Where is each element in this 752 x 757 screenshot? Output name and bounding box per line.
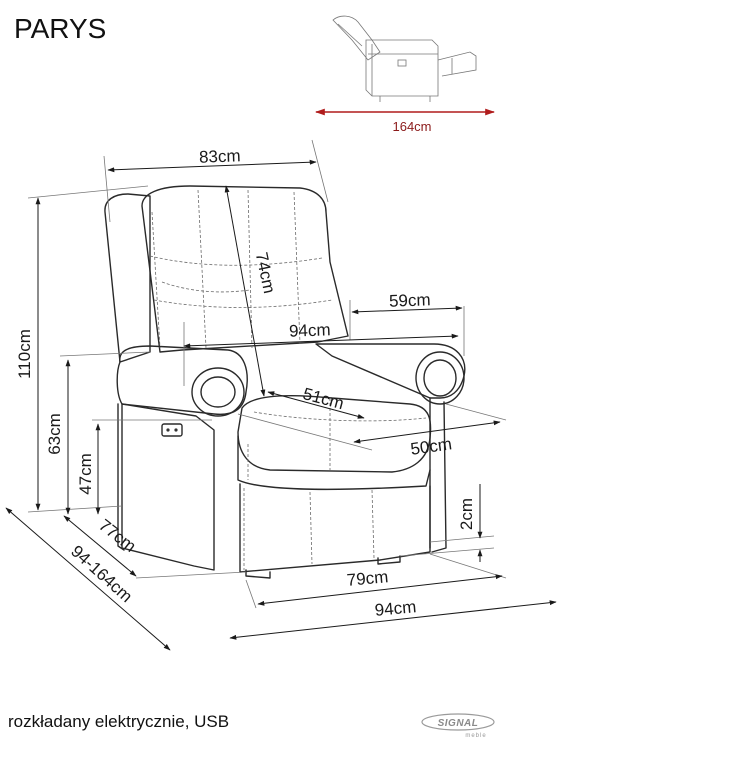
armchair-illustration [104,185,466,579]
dimension-lines [5,139,557,651]
dim-seat-depth-label: 51cm [301,384,346,413]
brand-logo-text: SIGNAL [438,718,479,729]
product-title: PARYS [14,13,106,44]
dim-leg-height-label: 2cm [457,498,476,530]
dim-seat-width-label: 50cm [409,434,453,459]
recline-length-label: 164cm [392,119,431,134]
dim-backrest-height-label: 74cm [252,251,279,296]
dim-total-width-label: 94cm [374,597,417,620]
reclined-side-view-icon [332,15,477,102]
brand-logo-tagline: meble [465,733,486,739]
signal-logo: SIGNAL meble [421,713,495,739]
dim-width-top-label: 83cm [199,146,241,166]
dim-arm-depth-label: 59cm [389,290,431,310]
dim-seat-height-label: 47cm [76,453,95,495]
product-description: rozkładany elektrycznie, USB [8,712,229,731]
dim-arm-height-label: 63cm [45,413,64,455]
dim-base-width-label: 79cm [346,567,389,590]
dim-armrest-width-label: 94cm [289,320,331,340]
usb-control-panel-icon [161,423,183,437]
dim-total-height-label: 110cm [15,329,34,379]
